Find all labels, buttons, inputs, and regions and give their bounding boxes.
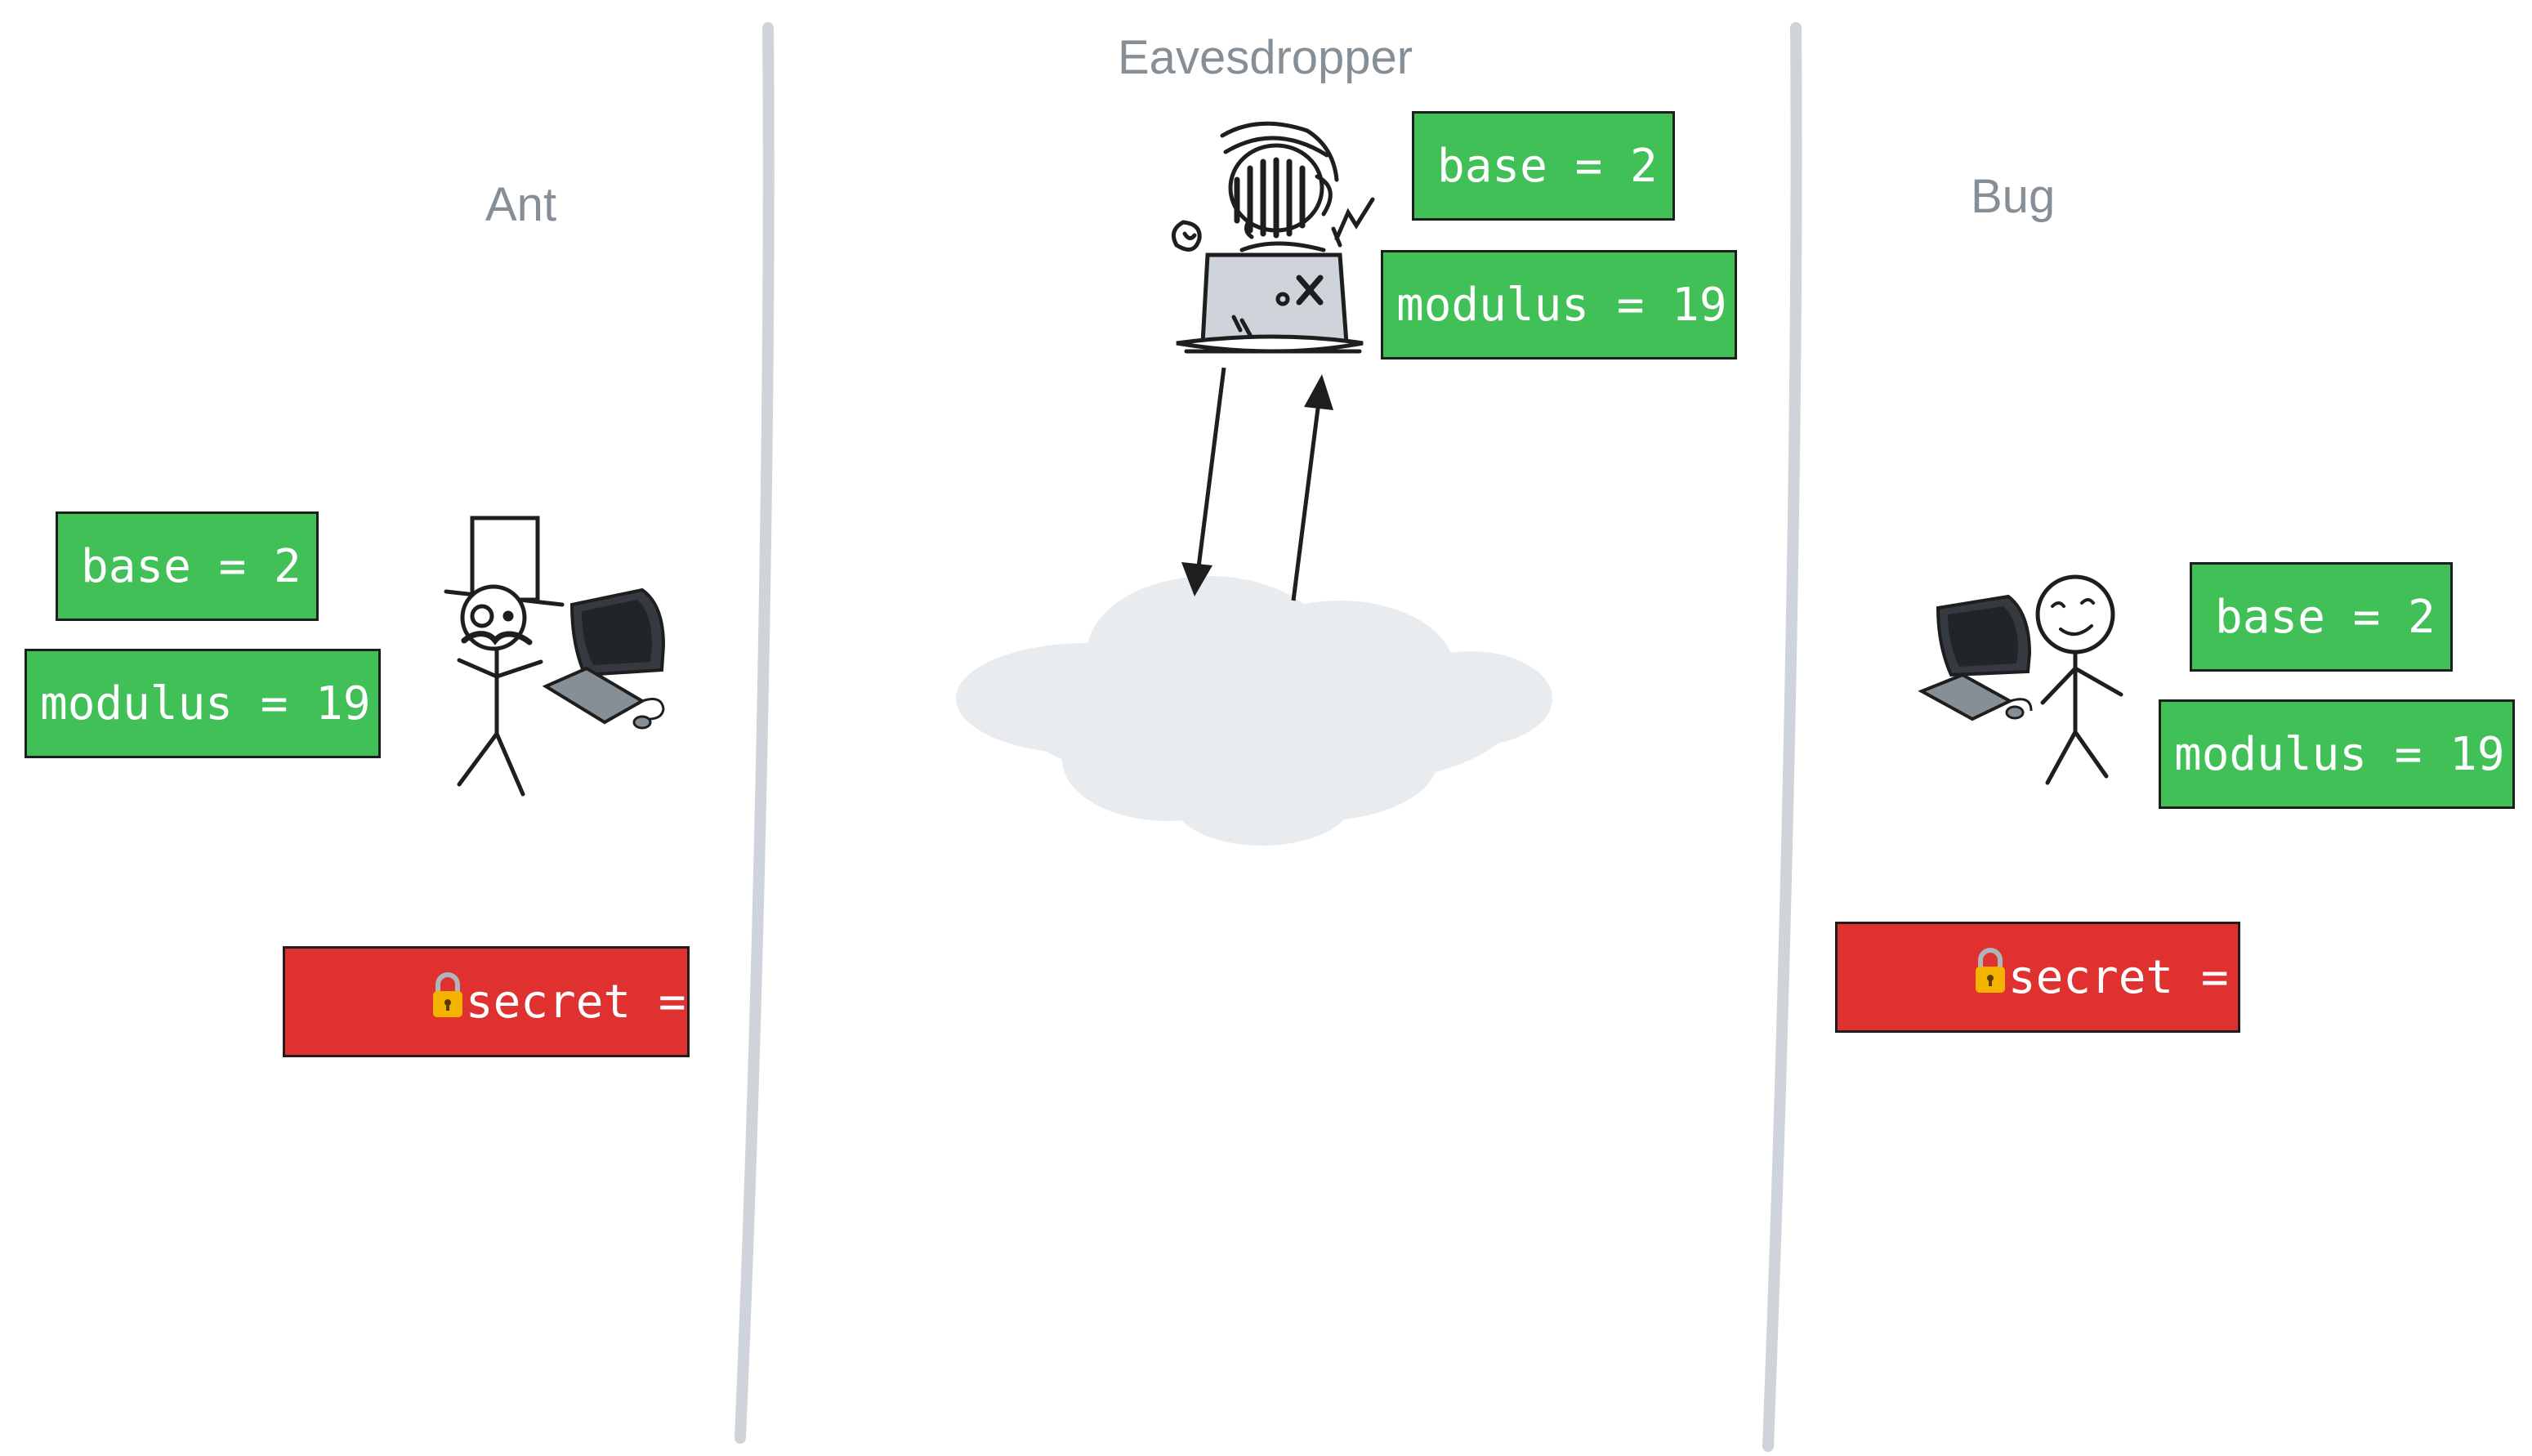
divider-left: [735, 22, 775, 1444]
divider-right: [1762, 22, 1802, 1452]
ant-label: Ant: [485, 178, 557, 231]
ant-secret-text: secret = 8: [465, 975, 742, 1029]
ant-secret-box: secret = 8: [283, 946, 741, 1057]
ant-modulus-box: modulus = 19: [25, 649, 381, 758]
bug-secret-box: secret = 15: [1835, 922, 2311, 1033]
ant-modulus-text: modulus = 19: [40, 677, 371, 730]
ant-base-text: base = 2: [81, 539, 301, 593]
eavesdropper-base-text: base = 2: [1437, 139, 1658, 193]
lock-icon: [1862, 894, 2008, 1061]
arrow-up-icon: [1291, 374, 1333, 601]
bug-secret-text: secret = 15: [2007, 950, 2311, 1004]
ant-figure-icon: [444, 516, 565, 797]
bug-base-box: base = 2: [2190, 562, 2453, 672]
ant-base-box: base = 2: [56, 511, 319, 621]
ant-computer-icon: [542, 587, 666, 730]
bug-modulus-text: modulus = 19: [2174, 727, 2505, 781]
lock-icon: [319, 918, 466, 1085]
arrow-down-icon: [1181, 367, 1226, 596]
eavesdropper-figure-icon: [1171, 121, 1375, 354]
bug-computer-icon: [1918, 594, 2033, 721]
eavesdropper-base-box: base = 2: [1412, 111, 1675, 221]
bug-modulus-box: modulus = 19: [2159, 699, 2515, 809]
bug-figure-icon: [2035, 574, 2123, 785]
eavesdropper-label: Eavesdropper: [1118, 31, 1413, 84]
cloud-icon: [956, 576, 1552, 846]
bug-base-text: base = 2: [2215, 590, 2436, 644]
eavesdropper-modulus-text: modulus = 19: [1396, 278, 1727, 332]
bug-label: Bug: [1971, 170, 2056, 223]
eavesdropper-modulus-box: modulus = 19: [1381, 250, 1737, 360]
